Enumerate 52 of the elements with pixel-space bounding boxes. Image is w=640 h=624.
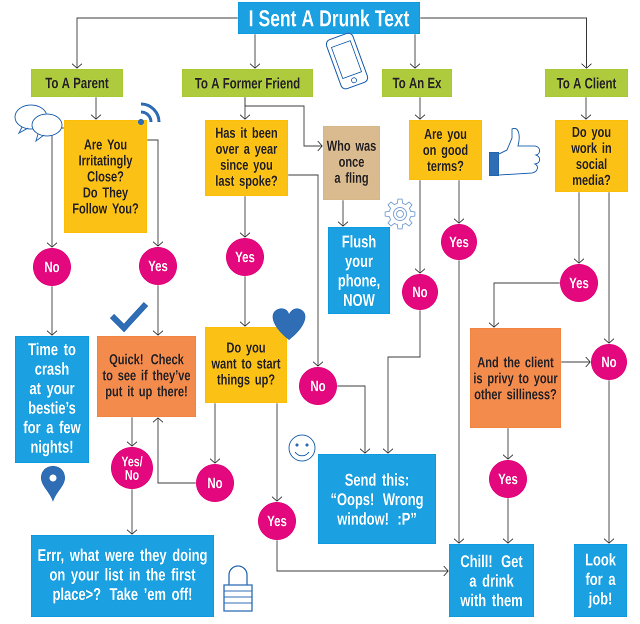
step-box: And the client is privy to your other silliness?: [470, 328, 561, 428]
arrow: [126, 488, 138, 535]
arrow: [126, 416, 138, 447]
arrow: [336, 386, 370, 454]
arrow: [604, 192, 614, 344]
arrow: [560, 356, 591, 368]
arrow: [90, 96, 102, 120]
question-box: Are you on good terms?: [409, 120, 482, 180]
category-box: To A Parent: [31, 69, 123, 97]
arrow: [580, 96, 592, 120]
arrow: [240, 196, 250, 238]
question-box: Are You Irritatingly Close? Do They Follow You?: [64, 120, 147, 233]
arrow: [244, 96, 323, 152]
result-box: Time to crash at your bestie’s for a few nights!: [15, 336, 89, 463]
result-box: Chill! Get a drink with them: [449, 544, 534, 617]
result-box: Flush your phone, NOW: [328, 227, 390, 314]
category-box: To An Ex: [382, 69, 452, 97]
arrow: [410, 34, 420, 69]
arrow: [502, 498, 514, 544]
arrow: [414, 180, 426, 274]
arrow: [210, 402, 220, 464]
question-box: Who was once a fling: [323, 126, 380, 200]
category-box: To A Former Friend: [182, 69, 313, 97]
arrow: [276, 540, 449, 576]
arrow: [338, 200, 348, 227]
arrow: [502, 428, 514, 460]
arrow: [488, 282, 560, 328]
arrow: [152, 284, 164, 336]
arrow: [272, 402, 282, 502]
arrow: [152, 417, 196, 484]
question-box: Has it been over a year since you last spoke?: [205, 120, 288, 196]
arrow: [414, 96, 426, 120]
result-box: Send this: “Oops! Wrong window! :P”: [318, 454, 436, 544]
arrow: [574, 192, 584, 264]
arrow: [288, 174, 324, 367]
arrow: [146, 140, 164, 247]
arrow: [382, 310, 420, 454]
title-box: I Sent A Drunk Text: [238, 2, 420, 34]
question-box: Do you want to start things up?: [205, 327, 287, 403]
result-box: Errr, what were they doing on your list in the first place>? Take ’em off!: [31, 535, 214, 617]
arrow: [420, 18, 592, 69]
arrow: [250, 34, 260, 69]
arrow: [46, 286, 58, 336]
arrow: [454, 260, 464, 544]
question-box: Do you work in social media?: [555, 120, 628, 192]
category-box: To A Client: [545, 69, 628, 97]
step-box: Quick! Check to see if they’ve put it up there!: [97, 336, 196, 417]
arrow: [604, 380, 614, 544]
arrow: [72, 18, 238, 69]
arrow: [240, 276, 250, 327]
arrow: [454, 180, 464, 224]
result-box: Look for a job!: [574, 544, 627, 617]
